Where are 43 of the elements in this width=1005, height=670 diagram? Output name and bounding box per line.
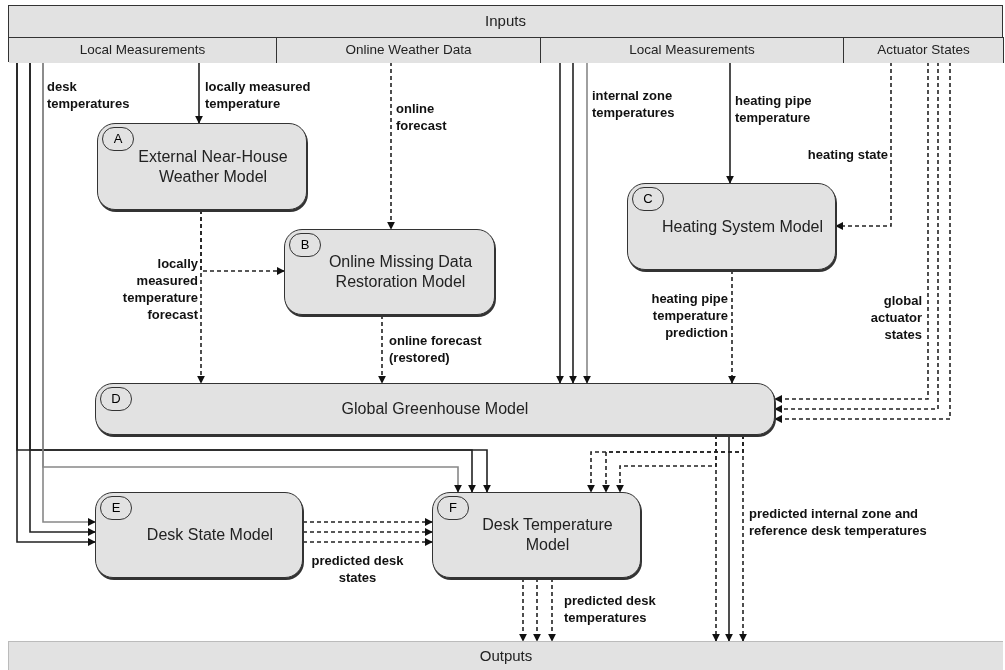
arrow: [548, 577, 556, 642]
band-label: Inputs: [485, 11, 526, 32]
model-name: External Near-House Weather Model: [137, 146, 289, 187]
band-label: Outputs: [479, 645, 533, 666]
arrow: [583, 61, 591, 384]
arrow: [569, 61, 577, 384]
model-box: [95, 492, 303, 578]
outputs-band: [8, 641, 1003, 670]
arrow: [197, 209, 205, 384]
arrow: [519, 577, 527, 642]
band-label: Online Weather Data: [345, 41, 472, 60]
model-box: [95, 383, 775, 435]
band-label: Local Measurements: [629, 41, 755, 60]
arrow: [726, 61, 734, 184]
inputs-band: [8, 5, 1003, 62]
model-name: Desk Temperature Model: [481, 515, 614, 555]
model-box: [627, 183, 836, 270]
model-name: Online Missing Data Restoration Model: [327, 252, 474, 292]
input-category: [9, 37, 277, 63]
arrow: [195, 61, 203, 124]
model-box: [97, 123, 307, 210]
input-category: [541, 37, 844, 63]
band-label: Actuator States: [877, 41, 970, 60]
arrow: [378, 314, 386, 384]
arrow: [725, 434, 733, 642]
input-category: [277, 37, 541, 63]
model-box: [284, 229, 495, 315]
model-box: [432, 492, 641, 578]
band-label: Local Measurements: [79, 41, 206, 60]
model-name: Desk State Model: [146, 525, 274, 545]
arrow: [835, 61, 892, 230]
arrow: [712, 434, 720, 642]
model-name: Global Greenhouse Model: [341, 399, 529, 419]
arrow: [302, 538, 433, 546]
arrow: [302, 518, 433, 526]
input-category: [844, 37, 1004, 63]
arrow: [533, 577, 541, 642]
arrow: [739, 434, 747, 642]
model-name: Heating System Model: [662, 216, 823, 237]
arrow: [387, 61, 395, 230]
arrow: [302, 528, 433, 536]
arrow: [728, 269, 736, 384]
arrow: [556, 61, 564, 384]
